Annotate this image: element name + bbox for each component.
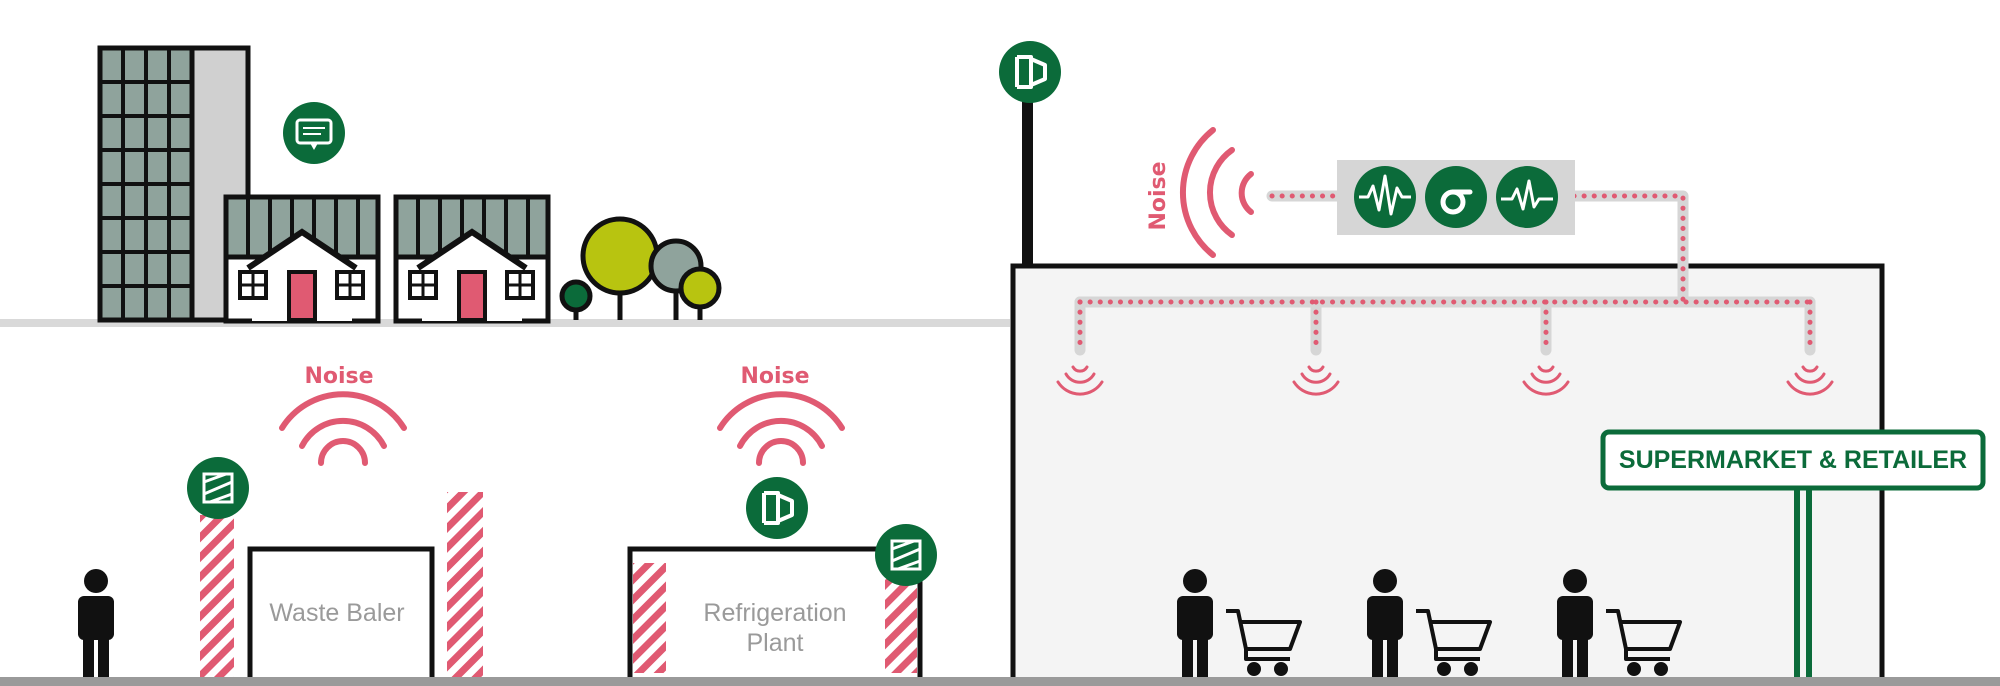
shopper-3 xyxy=(1557,569,1682,678)
pulse-icon xyxy=(1496,166,1558,228)
shopping-cart-icon xyxy=(1416,609,1492,676)
refrigeration-label-line2: Plant xyxy=(747,629,804,657)
waveform-icon xyxy=(1354,166,1416,228)
sound-meter-icon xyxy=(746,477,808,539)
person-icon xyxy=(78,569,114,678)
store-sign-text: SUPERMARKET & RETAILER xyxy=(1619,446,1967,474)
refrigeration-label-line1: Refrigeration xyxy=(703,599,846,627)
sigma-icon xyxy=(1425,166,1487,228)
barrier-right xyxy=(447,492,483,686)
monitoring-mast xyxy=(1022,100,1033,267)
refrigeration-noise-waves xyxy=(717,391,845,466)
ceiling-sensor-3 xyxy=(1522,365,1570,396)
waste-baler-noise-label: Noise xyxy=(304,364,373,389)
barrier-panel-icon xyxy=(875,524,937,586)
ceiling-sensor-4 xyxy=(1786,365,1834,396)
ground-line xyxy=(0,677,2000,686)
ceiling-sensor-1 xyxy=(1056,365,1104,396)
refrigeration-plant-housing xyxy=(627,546,923,686)
tree-cluster xyxy=(559,216,722,320)
waste-baler-label: Waste Baler xyxy=(269,599,404,627)
mast-noise-label: Noise xyxy=(1146,161,1171,230)
speech-bubble-icon xyxy=(283,102,345,164)
house-1 xyxy=(223,194,381,324)
apartment-tower xyxy=(97,45,251,323)
house-2 xyxy=(393,194,551,324)
waste-baler-housing xyxy=(247,546,435,686)
store-sign: SUPERMARKET & RETAILER xyxy=(1600,429,1986,686)
shopping-cart-icon xyxy=(1226,609,1302,676)
barrier-panel-icon xyxy=(187,457,249,519)
sound-meter-icon xyxy=(999,41,1061,103)
mast-noise-waves xyxy=(1179,127,1254,258)
shopping-cart-icon xyxy=(1606,609,1682,676)
barrier-left xyxy=(200,515,234,686)
ceiling-sensor-2 xyxy=(1292,365,1340,396)
refrigeration-noise-label: Noise xyxy=(740,364,809,389)
shopper-2 xyxy=(1367,569,1492,678)
refrigeration-barrier-left xyxy=(633,563,666,673)
sensor-cable-network xyxy=(1074,190,1816,356)
shopper-1 xyxy=(1177,569,1302,678)
waste-baler-noise-waves xyxy=(279,391,407,466)
